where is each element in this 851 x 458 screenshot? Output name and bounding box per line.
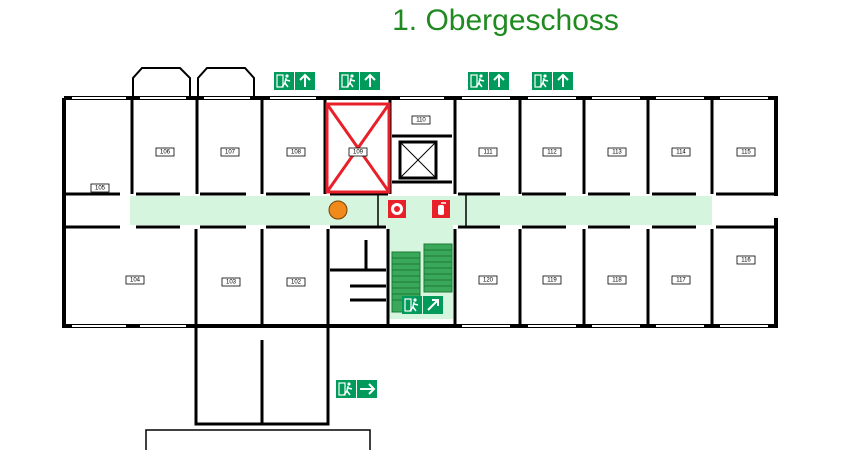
escape-corridor (130, 196, 712, 225)
room-110: 110 (411, 115, 431, 125)
exit-sign-up-1 (274, 72, 315, 90)
room-107: 107 (220, 147, 240, 157)
room-111: 111 (478, 147, 498, 157)
room-number-label: 120 (483, 278, 494, 284)
room-number-label: 104 (130, 278, 141, 284)
exit-sign-icon (338, 382, 353, 396)
arrow-up-icon (364, 73, 376, 87)
fire-extinguisher-icon (432, 200, 450, 218)
room-number-label: 117 (676, 278, 686, 284)
room-number-label: 119 (547, 278, 557, 284)
exit-sign-icon (470, 74, 485, 88)
arrow-diagonal-icon (427, 299, 439, 311)
arrow-up-icon (557, 73, 569, 87)
arrow-right-icon (360, 383, 376, 395)
room-103: 103 (221, 277, 241, 287)
room-number-label: 113 (612, 150, 622, 156)
annex-walls (145, 324, 371, 450)
room-number-label: 112 (547, 150, 557, 156)
room-116: 116 (736, 255, 756, 265)
room-117: 117 (671, 275, 691, 285)
room-number-label: 107 (225, 150, 236, 156)
room-number-label: 115 (741, 150, 751, 156)
exit-sign-icon (276, 74, 291, 88)
exit-signs (274, 72, 573, 398)
fire-hose-icon (388, 200, 406, 218)
you-are-here-marker (328, 200, 348, 220)
room-104: 104 (125, 275, 145, 285)
room-108: 108 (286, 147, 306, 157)
exit-sign-annex (336, 380, 377, 398)
window-bays (132, 67, 255, 98)
exit-sign-up-3 (468, 72, 509, 90)
exit-sign-icon (341, 74, 356, 88)
room-109: 109 (348, 147, 368, 157)
room-105: 105 (90, 183, 110, 193)
room-106: 106 (155, 147, 175, 157)
room-115: 115 (736, 147, 756, 157)
room-number-label: 110 (416, 118, 426, 124)
room-102: 102 (286, 277, 306, 287)
room-number-label: 109 (353, 150, 364, 156)
room-119: 119 (542, 275, 562, 285)
room-number-label: 114 (676, 150, 686, 156)
room-labels: 105 106 107 108 109 110 111 112 113 114 115 104 103 1… (90, 115, 756, 287)
room-number-label: 108 (291, 150, 302, 156)
exit-sign-up-4 (532, 72, 573, 90)
room-112: 112 (542, 147, 562, 157)
elevator-icon (398, 140, 438, 180)
room-113: 113 (607, 147, 627, 157)
exit-sign-icon (404, 298, 419, 312)
room-120: 120 (478, 275, 498, 285)
room-number-label: 116 (741, 258, 751, 264)
room-number-label: 103 (226, 280, 237, 286)
room-number-label: 105 (95, 186, 106, 192)
room-114: 114 (671, 147, 691, 157)
arrow-up-icon (493, 73, 505, 87)
exit-sign-up-2 (339, 72, 380, 90)
exit-sign-icon (534, 74, 549, 88)
exit-sign-stairwell (402, 296, 443, 314)
room-118: 118 (607, 275, 627, 285)
room-number-label: 102 (291, 280, 302, 286)
arrow-up-icon (299, 73, 311, 87)
room-number-label: 118 (612, 278, 622, 284)
floor-title: 1. Obergeschoss (392, 4, 619, 37)
room-number-label: 106 (160, 150, 171, 156)
room-number-label: 111 (483, 150, 493, 156)
